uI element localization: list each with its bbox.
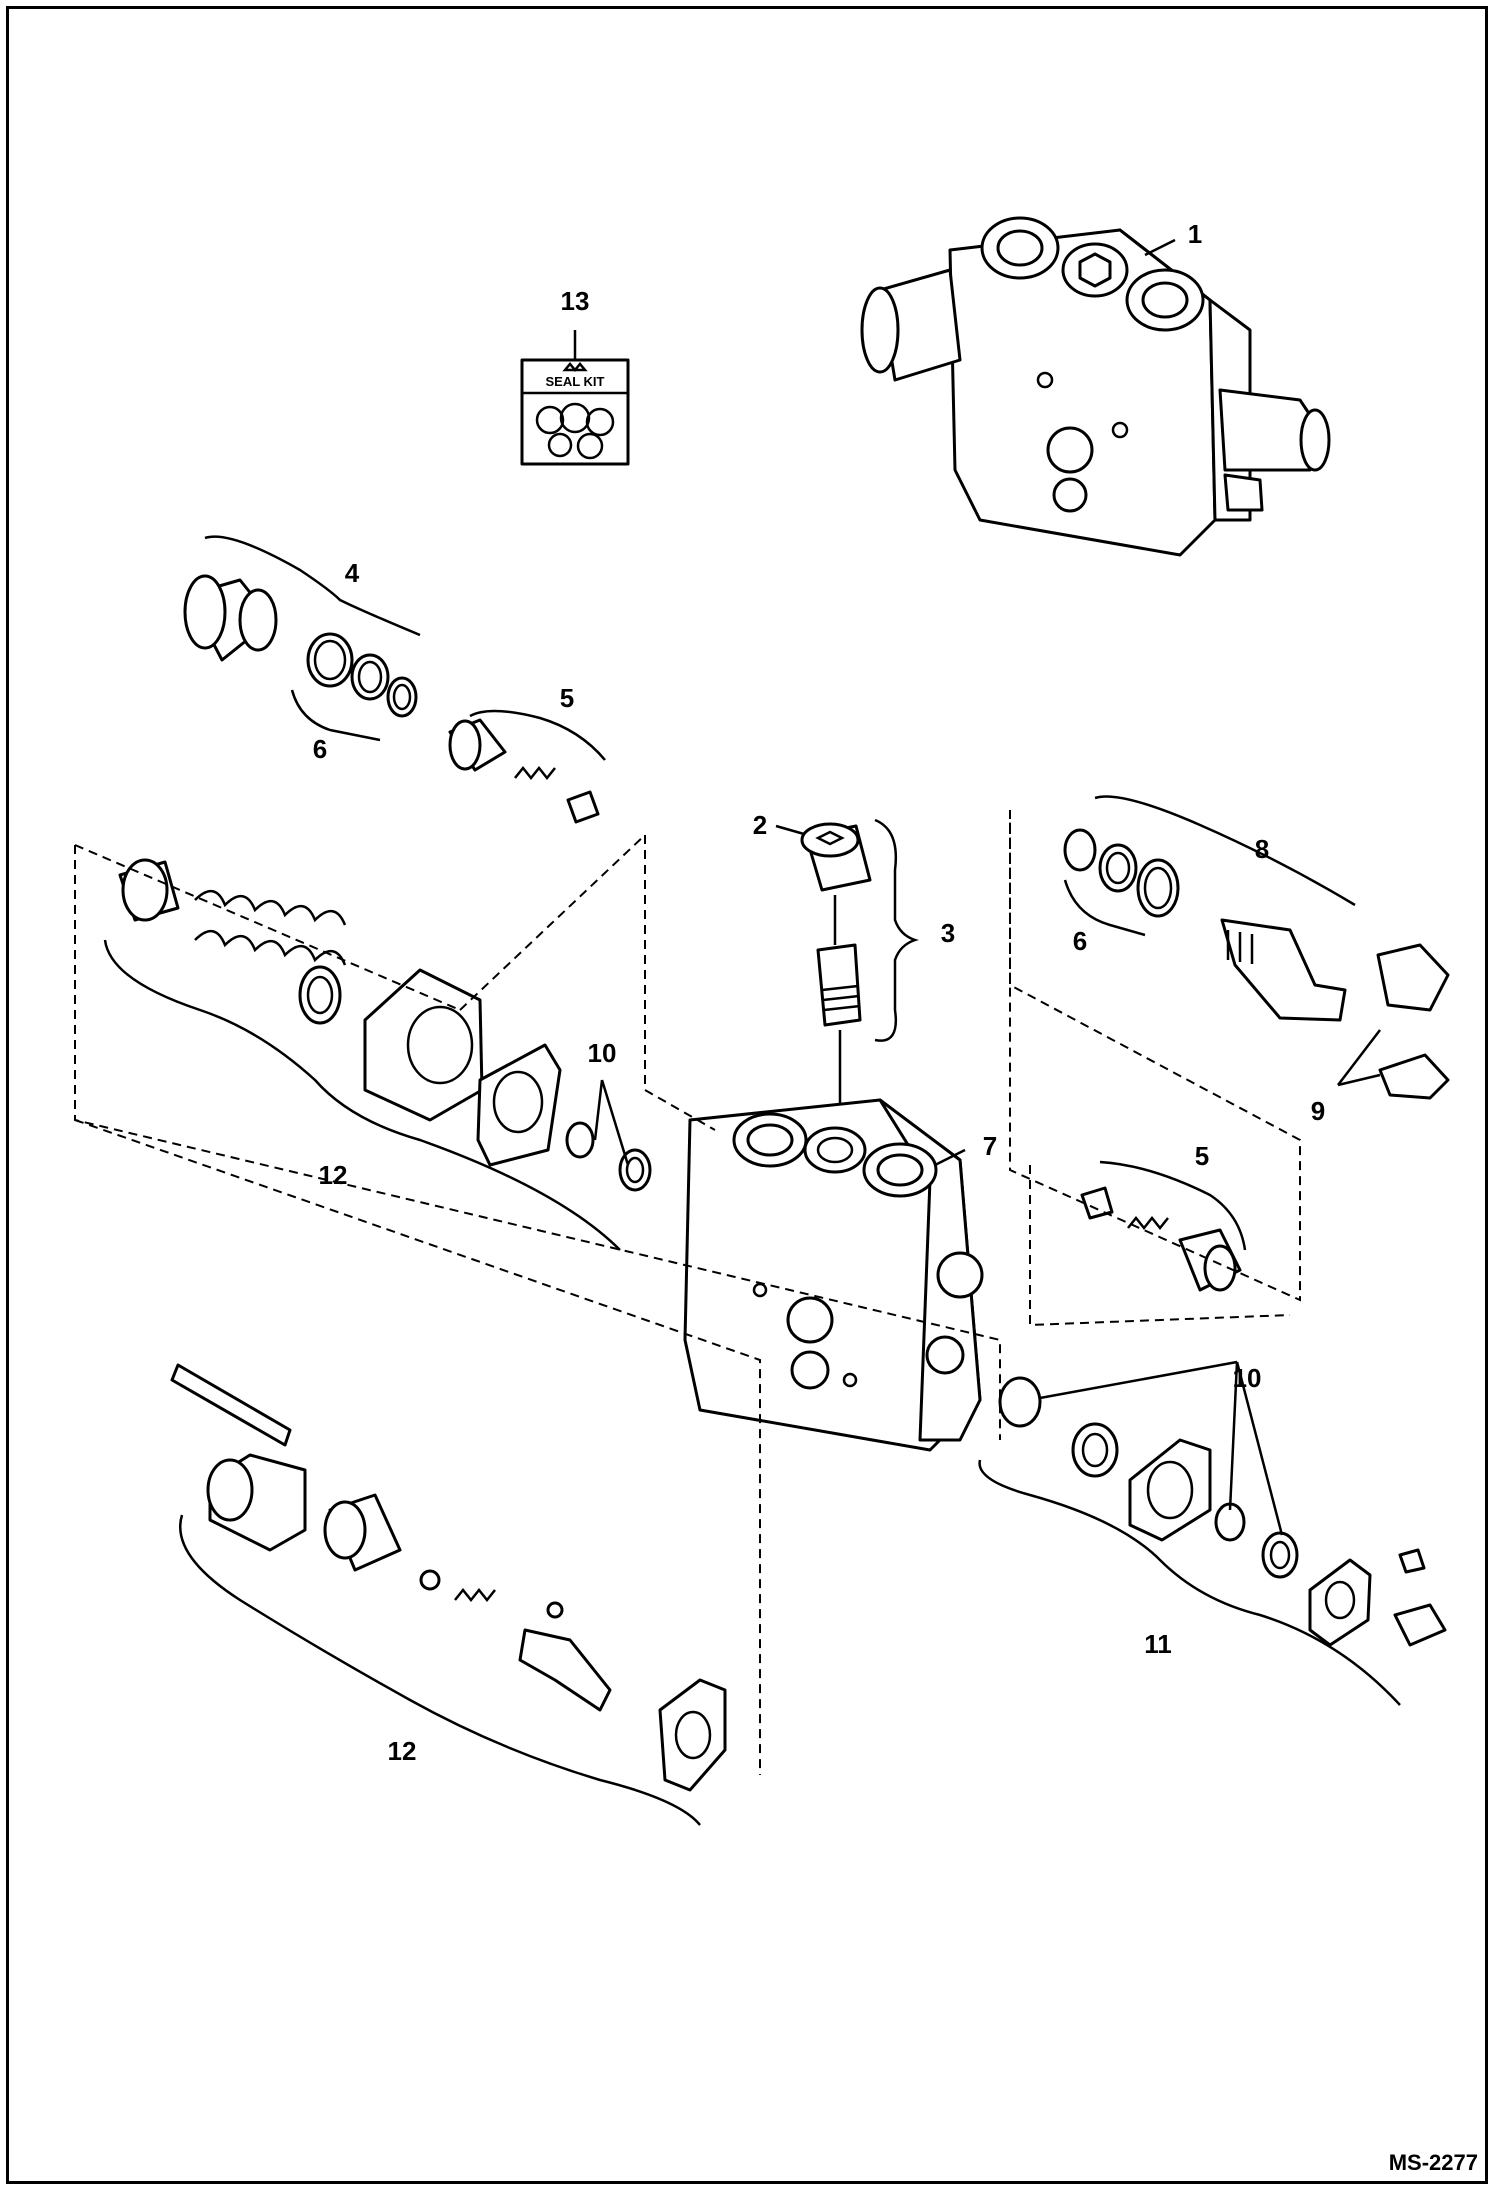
relief-valve-cartridge [1063, 828, 1347, 1022]
callout-10-left: 10 [588, 1038, 617, 1068]
callout-8: 8 [1255, 834, 1269, 864]
callout-13: 13 [561, 286, 590, 316]
figure-id: MS-2277 [1389, 2150, 1478, 2175]
callout-6-left: 6 [313, 734, 327, 764]
callout-7: 7 [983, 1131, 997, 1161]
callout-1: 1 [1188, 219, 1202, 249]
callout-10-right: 10 [1233, 1363, 1262, 1393]
callout-3: 3 [941, 918, 955, 948]
callout-5-right: 5 [1195, 1141, 1209, 1171]
spring-and-cap-assembly-upper [118, 858, 652, 1192]
end-cap-assembly-right [998, 1376, 1447, 1647]
check-valve-right [1080, 1186, 1242, 1292]
callout-12-upper: 12 [319, 1160, 348, 1190]
cap-halves [1376, 943, 1450, 1100]
drawing-frame [6, 6, 1488, 2184]
dashed-reference-lines [74, 810, 1301, 1775]
plug-and-poppet [800, 822, 872, 1110]
callout-2: 2 [753, 810, 767, 840]
check-valve-left [448, 718, 600, 824]
callout-5-left: 5 [560, 683, 574, 713]
callout-11: 11 [1144, 1629, 1172, 1659]
callout-12-lower: 12 [388, 1736, 417, 1766]
callout-9: 9 [1311, 1096, 1325, 1126]
seal-kit-label: SEAL KIT [546, 374, 605, 389]
spool-assembly-lower [170, 1363, 727, 1792]
callout-numbers: 1 13 4 6 5 2 3 8 6 9 10 7 12 5 10 11 12 [313, 219, 1325, 1766]
valve-section-assembly [860, 216, 1331, 557]
callout-leaders [593, 238, 1381, 1536]
plug-with-o-rings [183, 574, 418, 718]
seal-kit-box: SEAL KIT [520, 330, 630, 466]
callout-4: 4 [345, 558, 360, 588]
group-braces [103, 535, 1401, 1826]
callout-6-right: 6 [1073, 926, 1087, 956]
valve-section-body [683, 1098, 984, 1452]
